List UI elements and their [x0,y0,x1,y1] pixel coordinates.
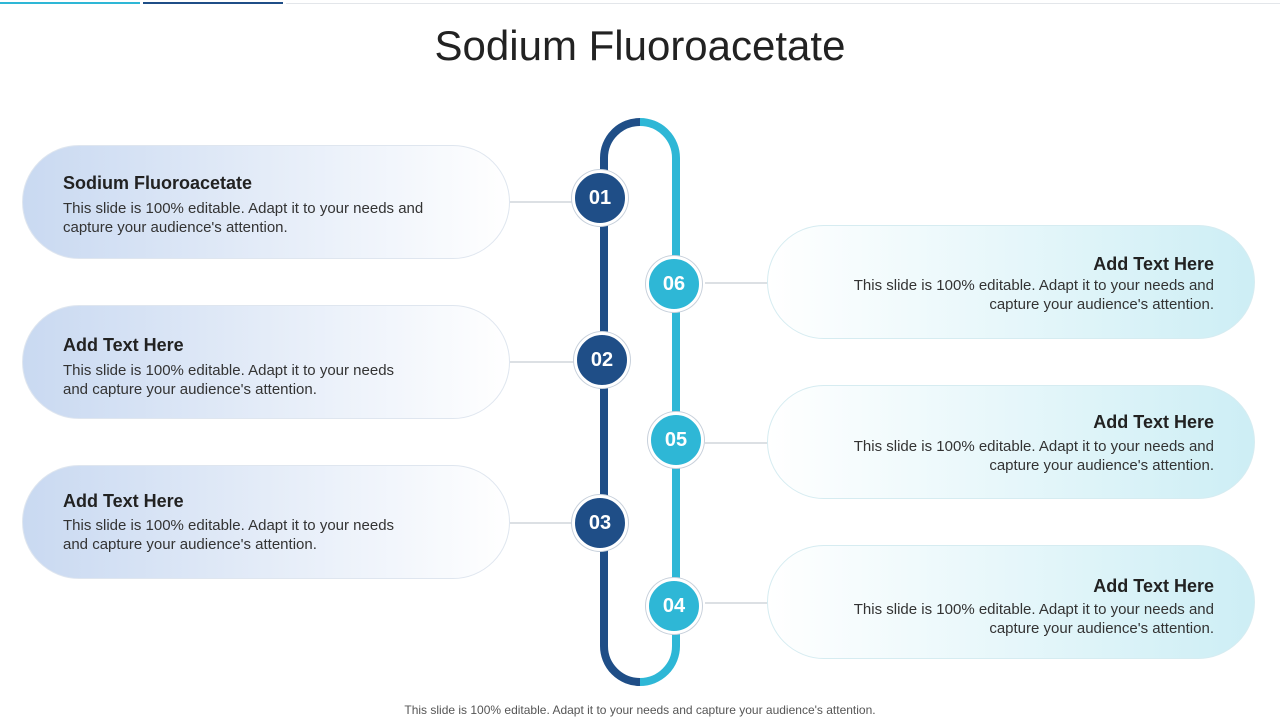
card-right-05: Add Text Here This slide is 100% editabl… [767,385,1255,499]
card-description: This slide is 100% editable. Adapt it to… [63,199,463,237]
card-description: This slide is 100% editable. Adapt it to… [814,276,1214,314]
card-title: Add Text Here [1093,254,1214,274]
slide-title: Sodium Fluoroacetate [434,22,846,69]
card-left-03: Add Text Here This slide is 100% editabl… [22,465,510,579]
card-description-line: and capture your audience's attention. [63,381,317,398]
footer-note: This slide is 100% editable. Adapt it to… [404,703,876,717]
card-title: Sodium Fluoroacetate [63,173,253,193]
card-left-01: Sodium Fluoroacetate This slide is 100% … [22,145,510,259]
card-description-line: capture your audience's attention. [989,296,1214,313]
light-track-path [639,118,680,686]
card-title: Add Text Here [1093,576,1214,596]
dark-track-path [600,118,641,686]
card-description: This slide is 100% editable. Adapt it to… [814,437,1214,475]
card-description-line: capture your audience's attention. [989,457,1214,474]
step-badge-02: 02 [574,332,630,388]
accent-segment-dark [143,2,283,4]
step-badge-03: 03 [572,495,628,551]
card-description-line: This slide is 100% editable. Adapt it to… [853,438,1214,455]
card-description: This slide is 100% editable. Adapt it to… [814,600,1214,638]
step-badge-01: 01 [572,170,628,226]
step-badge-06: 06 [646,256,702,312]
card-left-02: Add Text Here This slide is 100% editabl… [22,305,510,419]
card-description: This slide is 100% editable. Adapt it to… [63,361,463,399]
step-badge-05: 05 [648,412,704,468]
card-description-line: This slide is 100% editable. Adapt it to… [853,277,1214,294]
card-description-line: This slide is 100% editable. Adapt it to… [853,601,1214,618]
card-title: Add Text Here [63,335,184,355]
card-description-line: This slide is 100% editable. Adapt it to… [63,517,395,534]
card-description-line: capture your audience's attention. [989,620,1214,637]
step-badge-04: 04 [646,578,702,634]
card-right-04: Add Text Here This slide is 100% editabl… [767,545,1255,659]
top-accent-bar [0,0,1280,4]
card-description-line: This slide is 100% editable. Adapt it to… [63,200,424,217]
card-description-line: This slide is 100% editable. Adapt it to… [63,362,395,379]
card-title: Add Text Here [63,491,184,511]
card-title: Add Text Here [1093,412,1214,432]
accent-divider [286,3,1280,4]
card-description-line: capture your audience's attention. [63,219,288,236]
card-description: This slide is 100% editable. Adapt it to… [63,516,463,554]
card-right-06: Add Text Here This slide is 100% editabl… [767,225,1255,339]
accent-segment-light [0,2,140,4]
card-description-line: and capture your audience's attention. [63,536,317,553]
